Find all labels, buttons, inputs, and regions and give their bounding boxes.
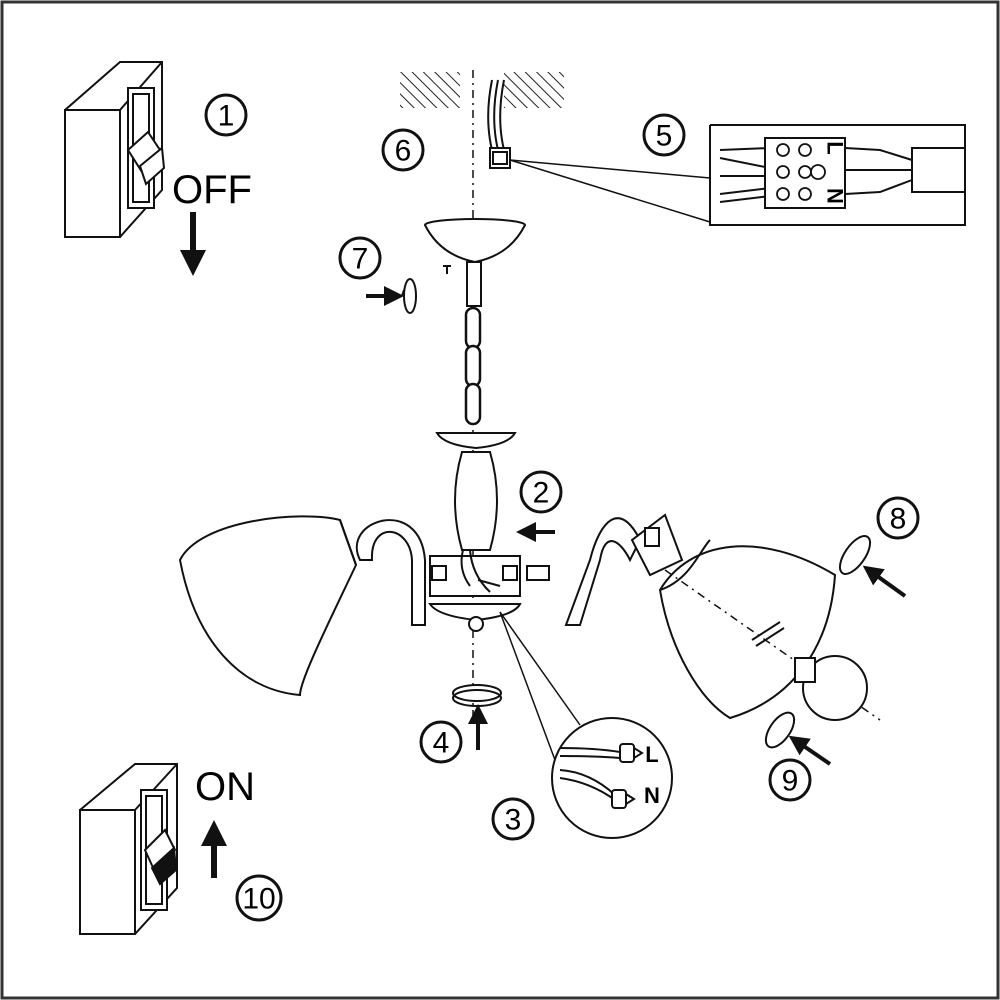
ceiling-canopy [424,218,526,307]
wire-connection-detail: L N [551,717,673,839]
step-10-marker: 10 [235,874,283,922]
step-8-number: 8 [890,503,907,536]
step-8-marker: 8 [876,496,920,540]
step-10-number: 10 [242,883,275,916]
light-bulb [794,655,868,721]
cap-nut-icon [401,278,417,314]
arrow-down-icon [180,212,206,276]
wire-label-live: L [645,742,658,767]
chandelier-body [428,432,550,632]
step-1-number: 1 [218,100,235,133]
left-arm [356,519,426,626]
earth-icon [810,164,826,180]
arrow-up-left-icon [862,565,907,598]
right-socket [630,513,684,577]
step-3-number: 3 [505,804,522,837]
step-6-number: 6 [395,135,412,168]
terminal-block-detail: L N [709,124,966,226]
wall-switch-on [79,763,178,935]
right-arm [564,517,642,626]
step-9-marker: 9 [768,758,812,802]
bulb-axis [664,569,881,721]
detail-leader-lines [509,159,711,223]
step-7-marker: 7 [338,236,382,280]
wire-label-neutral: N [644,783,660,808]
step-6-marker: 6 [381,128,425,172]
step-1-marker: 1 [204,93,248,137]
step-3-marker: 3 [491,797,535,841]
ring-nut-icon [764,711,796,749]
step-4-number: 4 [433,727,450,760]
step-9-number: 9 [782,765,799,798]
switch-off-label: OFF [172,168,252,212]
body-wires [460,549,501,593]
ring-nut-icon [838,535,872,575]
chain [464,306,482,426]
step-5-number: 5 [656,120,673,153]
shade-clip-icon [751,621,785,647]
step-2-marker: 2 [519,470,563,514]
canopy-screw-icon [443,265,451,274]
step-4-marker: 4 [419,720,463,764]
step-5-marker: 5 [642,113,686,157]
arrow-up-left-icon [788,735,832,766]
step-7-number: 7 [352,243,369,276]
terminal-label-live: L [823,141,848,154]
terminal-label-neutral: N [823,188,848,204]
switch-on-label: ON [195,765,255,809]
wire-detail-leaders [499,611,581,761]
left-shade [178,515,358,697]
ceiling-hatch [400,72,564,108]
step-2-number: 2 [533,477,550,510]
wall-switch-off [64,61,166,238]
ceiling-wires [487,79,511,169]
arrow-up-icon [201,820,227,878]
lock-nut-icon [452,684,502,707]
